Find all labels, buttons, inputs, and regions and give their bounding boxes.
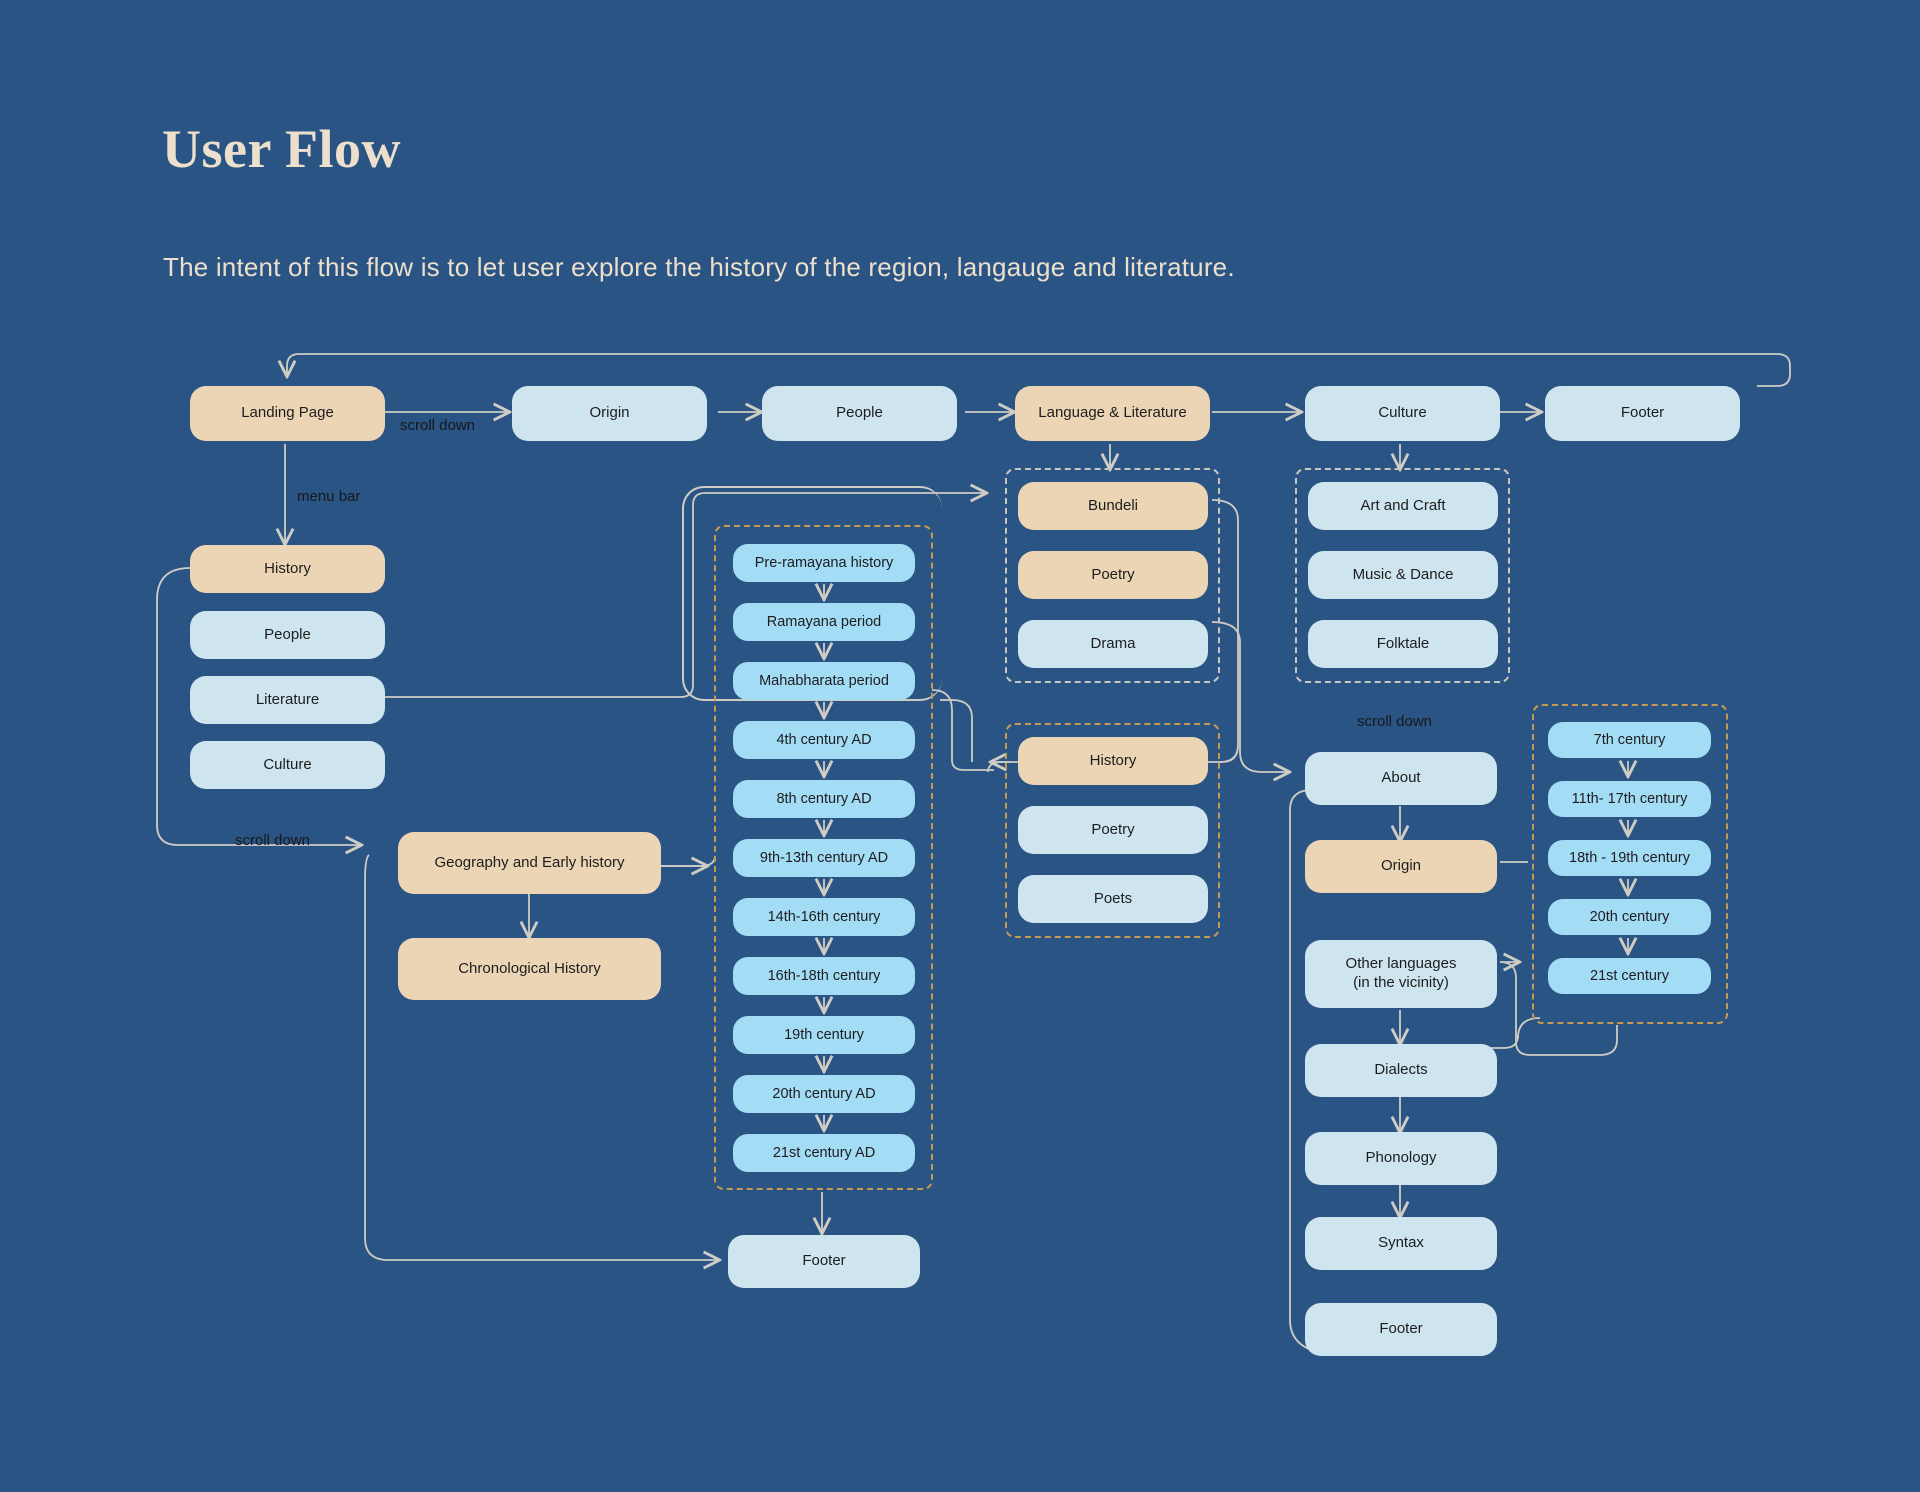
- node-timeline-footer[interactable]: Footer: [728, 1235, 920, 1288]
- edge-label-scroll-down-right: scroll down: [1357, 713, 1433, 730]
- node-century-0[interactable]: 7th century: [1548, 722, 1711, 758]
- node-art-and-craft[interactable]: Art and Craft: [1308, 482, 1498, 530]
- timeline-dashed-group: [714, 525, 933, 1190]
- node-people-top[interactable]: People: [762, 386, 957, 441]
- node-dialects[interactable]: Dialects: [1305, 1044, 1497, 1097]
- node-syntax[interactable]: Syntax: [1305, 1217, 1497, 1270]
- node-origin-top[interactable]: Origin: [512, 386, 707, 441]
- node-folktale[interactable]: Folktale: [1308, 620, 1498, 668]
- node-footer-top[interactable]: Footer: [1545, 386, 1740, 441]
- node-timeline-3[interactable]: 4th century AD: [733, 721, 915, 759]
- node-century-2[interactable]: 18th - 19th century: [1548, 840, 1711, 876]
- node-language-literature[interactable]: Language & Literature: [1015, 386, 1210, 441]
- node-lit-poetry[interactable]: Poetry: [1018, 806, 1208, 854]
- node-timeline-0[interactable]: Pre-ramayana history: [733, 544, 915, 582]
- literature-dashed-group: [1005, 723, 1220, 938]
- timeline-link-frame: [682, 486, 942, 701]
- node-century-1[interactable]: 11th- 17th century: [1548, 781, 1711, 817]
- node-drama[interactable]: Drama: [1018, 620, 1208, 668]
- node-timeline-1[interactable]: Ramayana period: [733, 603, 915, 641]
- node-geography-early-history[interactable]: Geography and Early history: [398, 832, 661, 894]
- node-century-4[interactable]: 21st century: [1548, 958, 1711, 994]
- node-menu-culture[interactable]: Culture: [190, 741, 385, 789]
- node-music-and-dance[interactable]: Music & Dance: [1308, 551, 1498, 599]
- node-timeline-4[interactable]: 8th century AD: [733, 780, 915, 818]
- culture-dashed-group: [1295, 468, 1510, 683]
- node-language-origin[interactable]: Origin: [1305, 840, 1497, 893]
- century-dashed-group: [1532, 704, 1728, 1024]
- node-timeline-2[interactable]: Mahabharata period: [733, 662, 915, 700]
- node-lit-history[interactable]: History: [1018, 737, 1208, 785]
- node-phonology[interactable]: Phonology: [1305, 1132, 1497, 1185]
- node-lang-poetry[interactable]: Poetry: [1018, 551, 1208, 599]
- node-about[interactable]: About: [1305, 752, 1497, 805]
- node-timeline-6[interactable]: 14th-16th century: [733, 898, 915, 936]
- edge-label-menu-bar: menu bar: [297, 488, 361, 505]
- node-lit-poets[interactable]: Poets: [1018, 875, 1208, 923]
- node-century-3[interactable]: 20th century: [1548, 899, 1711, 935]
- node-timeline-9[interactable]: 20th century AD: [733, 1075, 915, 1113]
- edge-label-scroll-down-left: scroll down: [235, 832, 311, 849]
- node-timeline-5[interactable]: 9th-13th century AD: [733, 839, 915, 877]
- node-timeline-10[interactable]: 21st century AD: [733, 1134, 915, 1172]
- node-language-footer[interactable]: Footer: [1305, 1303, 1497, 1356]
- node-menu-people[interactable]: People: [190, 611, 385, 659]
- language-dashed-group: [1005, 468, 1220, 683]
- page-subtitle: The intent of this flow is to let user e…: [163, 252, 1235, 282]
- node-landing-page[interactable]: Landing Page: [190, 386, 385, 441]
- page-title: User Flow: [162, 119, 401, 179]
- node-bundeli[interactable]: Bundeli: [1018, 482, 1208, 530]
- node-menu-literature[interactable]: Literature: [190, 676, 385, 724]
- node-timeline-8[interactable]: 19th century: [733, 1016, 915, 1054]
- edge-label-scroll-down-top: scroll down: [400, 417, 476, 434]
- node-other-languages[interactable]: Other languages(in the vicinity): [1305, 940, 1497, 1008]
- node-chronological-history[interactable]: Chronological History: [398, 938, 661, 1000]
- node-culture-top[interactable]: Culture: [1305, 386, 1500, 441]
- node-timeline-7[interactable]: 16th-18th century: [733, 957, 915, 995]
- node-menu-history[interactable]: History: [190, 545, 385, 593]
